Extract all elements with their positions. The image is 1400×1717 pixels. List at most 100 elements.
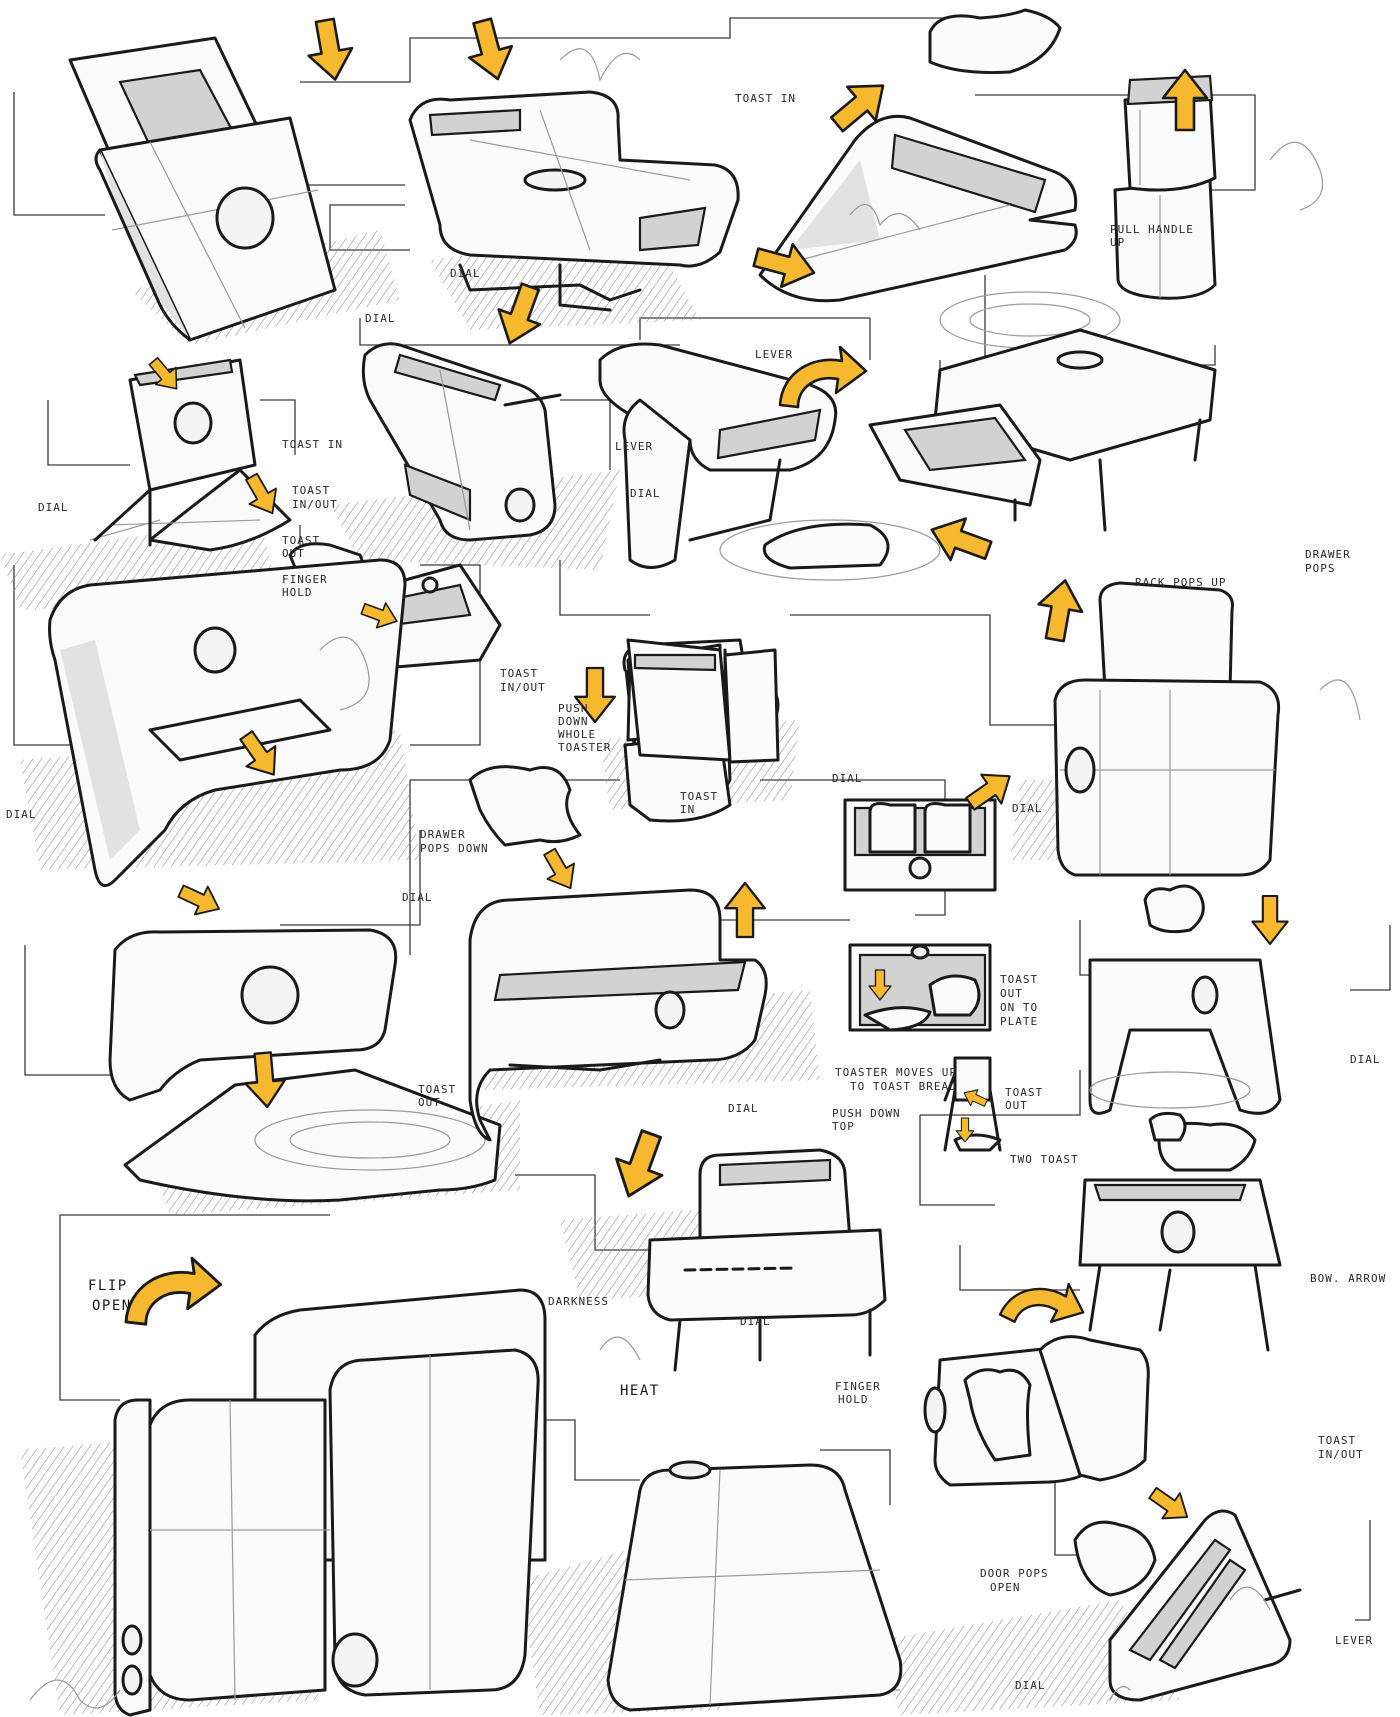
sketch-flip-lid-toaster bbox=[108, 928, 502, 1203]
note-toast-in-out: TOAST bbox=[500, 667, 538, 680]
sketch-open-lid-cube-toaster bbox=[646, 1148, 887, 1372]
arrow-up-icon bbox=[1031, 575, 1089, 645]
note-rack-pops-up: RACK POPS UP bbox=[1135, 576, 1226, 589]
annotations: TOAST IN DIAL DIAL PULL HANDLE UP LEVER … bbox=[6, 92, 1386, 1692]
note-push-down-top: PUSH DOWN bbox=[832, 1107, 901, 1120]
sketch-plate-drop-toaster bbox=[848, 943, 992, 1032]
note-dial: DIAL bbox=[1350, 1053, 1381, 1066]
note-toast-out: OUT bbox=[418, 1096, 441, 1109]
note-toast-out-plate: OUT bbox=[1000, 987, 1023, 1000]
note-push-down: WHOLE bbox=[558, 728, 596, 741]
sketch-legged-dial-toaster bbox=[1078, 1111, 1282, 1352]
note-door-pops-open: DOOR POPS bbox=[980, 1567, 1049, 1580]
sketch-angled-wall-toaster bbox=[48, 558, 407, 888]
sketch-trapezoid-toaster bbox=[606, 1460, 903, 1712]
note-pull-handle-up: UP bbox=[1110, 236, 1125, 249]
arrow-down-icon bbox=[301, 15, 359, 85]
note-push-down: TOASTER bbox=[558, 741, 611, 754]
sketch-two-slot-drawer-toaster bbox=[843, 798, 997, 892]
note-toast-in-out: IN/OUT bbox=[500, 681, 546, 694]
note-toast-in: IN bbox=[680, 803, 695, 816]
sketch-bread-slice bbox=[468, 765, 582, 847]
note-darkness: DARKNESS bbox=[548, 1295, 609, 1308]
sketch-bench-toaster bbox=[468, 888, 768, 1142]
note-toast-out: TOAST bbox=[282, 534, 320, 547]
sketch-tilted-rack-toaster bbox=[68, 36, 337, 342]
arrow-down-icon bbox=[1251, 894, 1289, 946]
note-lever: LEVER bbox=[1335, 1634, 1373, 1647]
note-finger-hold: FINGER bbox=[835, 1380, 881, 1393]
note-toast-in: TOAST IN bbox=[735, 92, 796, 105]
arrow-up-right-icon bbox=[1143, 1479, 1197, 1531]
note-toast-out: OUT bbox=[1005, 1099, 1028, 1112]
note-toast-out: TOAST bbox=[1005, 1086, 1043, 1099]
note-dial: DIAL bbox=[832, 772, 863, 785]
note-toaster-moves: TO TOAST BREAD bbox=[850, 1080, 957, 1093]
note-toaster-moves: TOASTER MOVES UP bbox=[835, 1066, 957, 1079]
note-finger-hold: FINGER bbox=[282, 573, 328, 586]
note-toast-in: TOAST IN bbox=[282, 438, 343, 451]
note-push-down: PUSH bbox=[558, 702, 589, 715]
note-dial: DIAL bbox=[1012, 802, 1043, 815]
note-toast-out: TOAST bbox=[418, 1083, 456, 1096]
note-dial: DIAL bbox=[6, 808, 37, 821]
arrow-up-icon bbox=[724, 881, 766, 939]
sketch-push-down-sleeve-toaster bbox=[622, 638, 780, 823]
note-drawer-pops: DRAWER bbox=[1305, 548, 1351, 561]
arrow-down-icon bbox=[535, 843, 585, 897]
note-dial: DIAL bbox=[38, 501, 69, 514]
door-curved-arrow-icon bbox=[998, 1264, 1092, 1344]
note-dial: DIAL bbox=[402, 891, 433, 904]
note-drawer-pops-down: POPS DOWN bbox=[420, 842, 489, 855]
note-dial: DIAL bbox=[630, 487, 661, 500]
note-drawer-pops-down: DRAWER bbox=[420, 828, 466, 841]
sketch-arch-lever-toaster bbox=[598, 342, 941, 581]
note-toast-in-out: TOAST bbox=[1318, 1434, 1356, 1447]
note-finger-hold: HOLD bbox=[282, 586, 313, 599]
sketch-wedge-toaster bbox=[758, 8, 1121, 349]
arrow-down-icon bbox=[604, 1124, 676, 1206]
note-heat: HEAT bbox=[620, 1383, 660, 1399]
note-pull-handle: PULL HANDLE bbox=[1110, 223, 1194, 236]
note-toast-in-out: TOAST bbox=[292, 484, 330, 497]
arrow-left-icon bbox=[922, 507, 998, 573]
note-toast-in: TOAST bbox=[680, 790, 718, 803]
sketch-triangle-lever-toaster bbox=[1073, 1509, 1302, 1702]
note-bow-arrow: BOW. ARROW bbox=[1310, 1272, 1386, 1285]
note-drawer-pops: POPS bbox=[1305, 562, 1336, 575]
note-toast-in-out: IN/OUT bbox=[292, 498, 338, 511]
note-dial: DIAL bbox=[728, 1102, 759, 1115]
note-dial: DIAL bbox=[365, 312, 396, 325]
sketch-classic-tall-toaster bbox=[361, 342, 562, 542]
note-lever: LEVER bbox=[755, 348, 793, 361]
sketch-drawer-toaster-on-legs bbox=[868, 328, 1217, 532]
note-push-down-top: TOP bbox=[832, 1120, 855, 1133]
note-finger-hold: HOLD bbox=[838, 1393, 869, 1406]
note-dial: DIAL bbox=[450, 267, 481, 280]
sketch-cylinder-lift-toaster bbox=[1113, 74, 1217, 300]
sketch-arched-leg-toaster bbox=[1088, 884, 1282, 1115]
note-toast-out-plate: PLATE bbox=[1000, 1015, 1038, 1028]
marker-squiggles bbox=[29, 48, 1361, 1709]
sketch-rack-pop-up-toaster bbox=[1053, 581, 1281, 877]
sketch-tunnel-toaster-on-sled bbox=[408, 90, 740, 312]
note-flip-open: FLIP bbox=[88, 1278, 128, 1294]
note-two-toast: TWO TOAST bbox=[1010, 1153, 1079, 1166]
note-dial: DIAL bbox=[740, 1315, 771, 1328]
note-flip-open: OPEN bbox=[92, 1298, 132, 1314]
arrow-right-icon bbox=[173, 876, 227, 924]
note-dial: DIAL bbox=[1015, 1679, 1046, 1692]
note-push-down: DOWN bbox=[558, 715, 589, 728]
arrow-down-icon bbox=[459, 14, 521, 86]
sketch-flip-open-book-toaster bbox=[113, 1288, 547, 1717]
note-toast-out-plate: ON TO bbox=[1000, 1001, 1038, 1014]
note-lever: LEVER bbox=[615, 440, 653, 453]
note-toast-out: OUT bbox=[282, 547, 305, 560]
sketch-hinged-door-toaster bbox=[923, 1335, 1150, 1487]
note-door-pops-open: OPEN bbox=[990, 1581, 1021, 1594]
flip-curved-arrow-icon bbox=[124, 1256, 223, 1326]
sketch-hinged-slot-toaster bbox=[89, 358, 292, 552]
note-toast-in-out: IN/OUT bbox=[1318, 1448, 1364, 1461]
